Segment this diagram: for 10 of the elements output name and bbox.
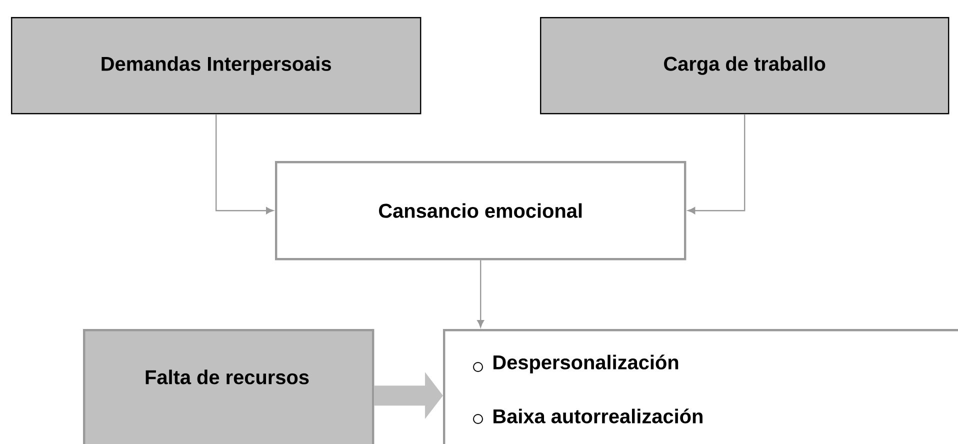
arrow	[477, 260, 484, 328]
process-box: Falta de recursos	[83, 328, 374, 444]
arrow	[688, 114, 746, 214]
list-item: Baixa autorrealización	[494, 408, 702, 424]
process-box: Cansancio emocional	[275, 161, 686, 260]
list-item: Despersonalización	[494, 354, 678, 374]
process-box: Demandas Interpersoais	[11, 17, 422, 114]
arrow	[216, 114, 274, 214]
list-box	[443, 328, 958, 444]
process-box: Carga de traballo	[540, 17, 950, 114]
